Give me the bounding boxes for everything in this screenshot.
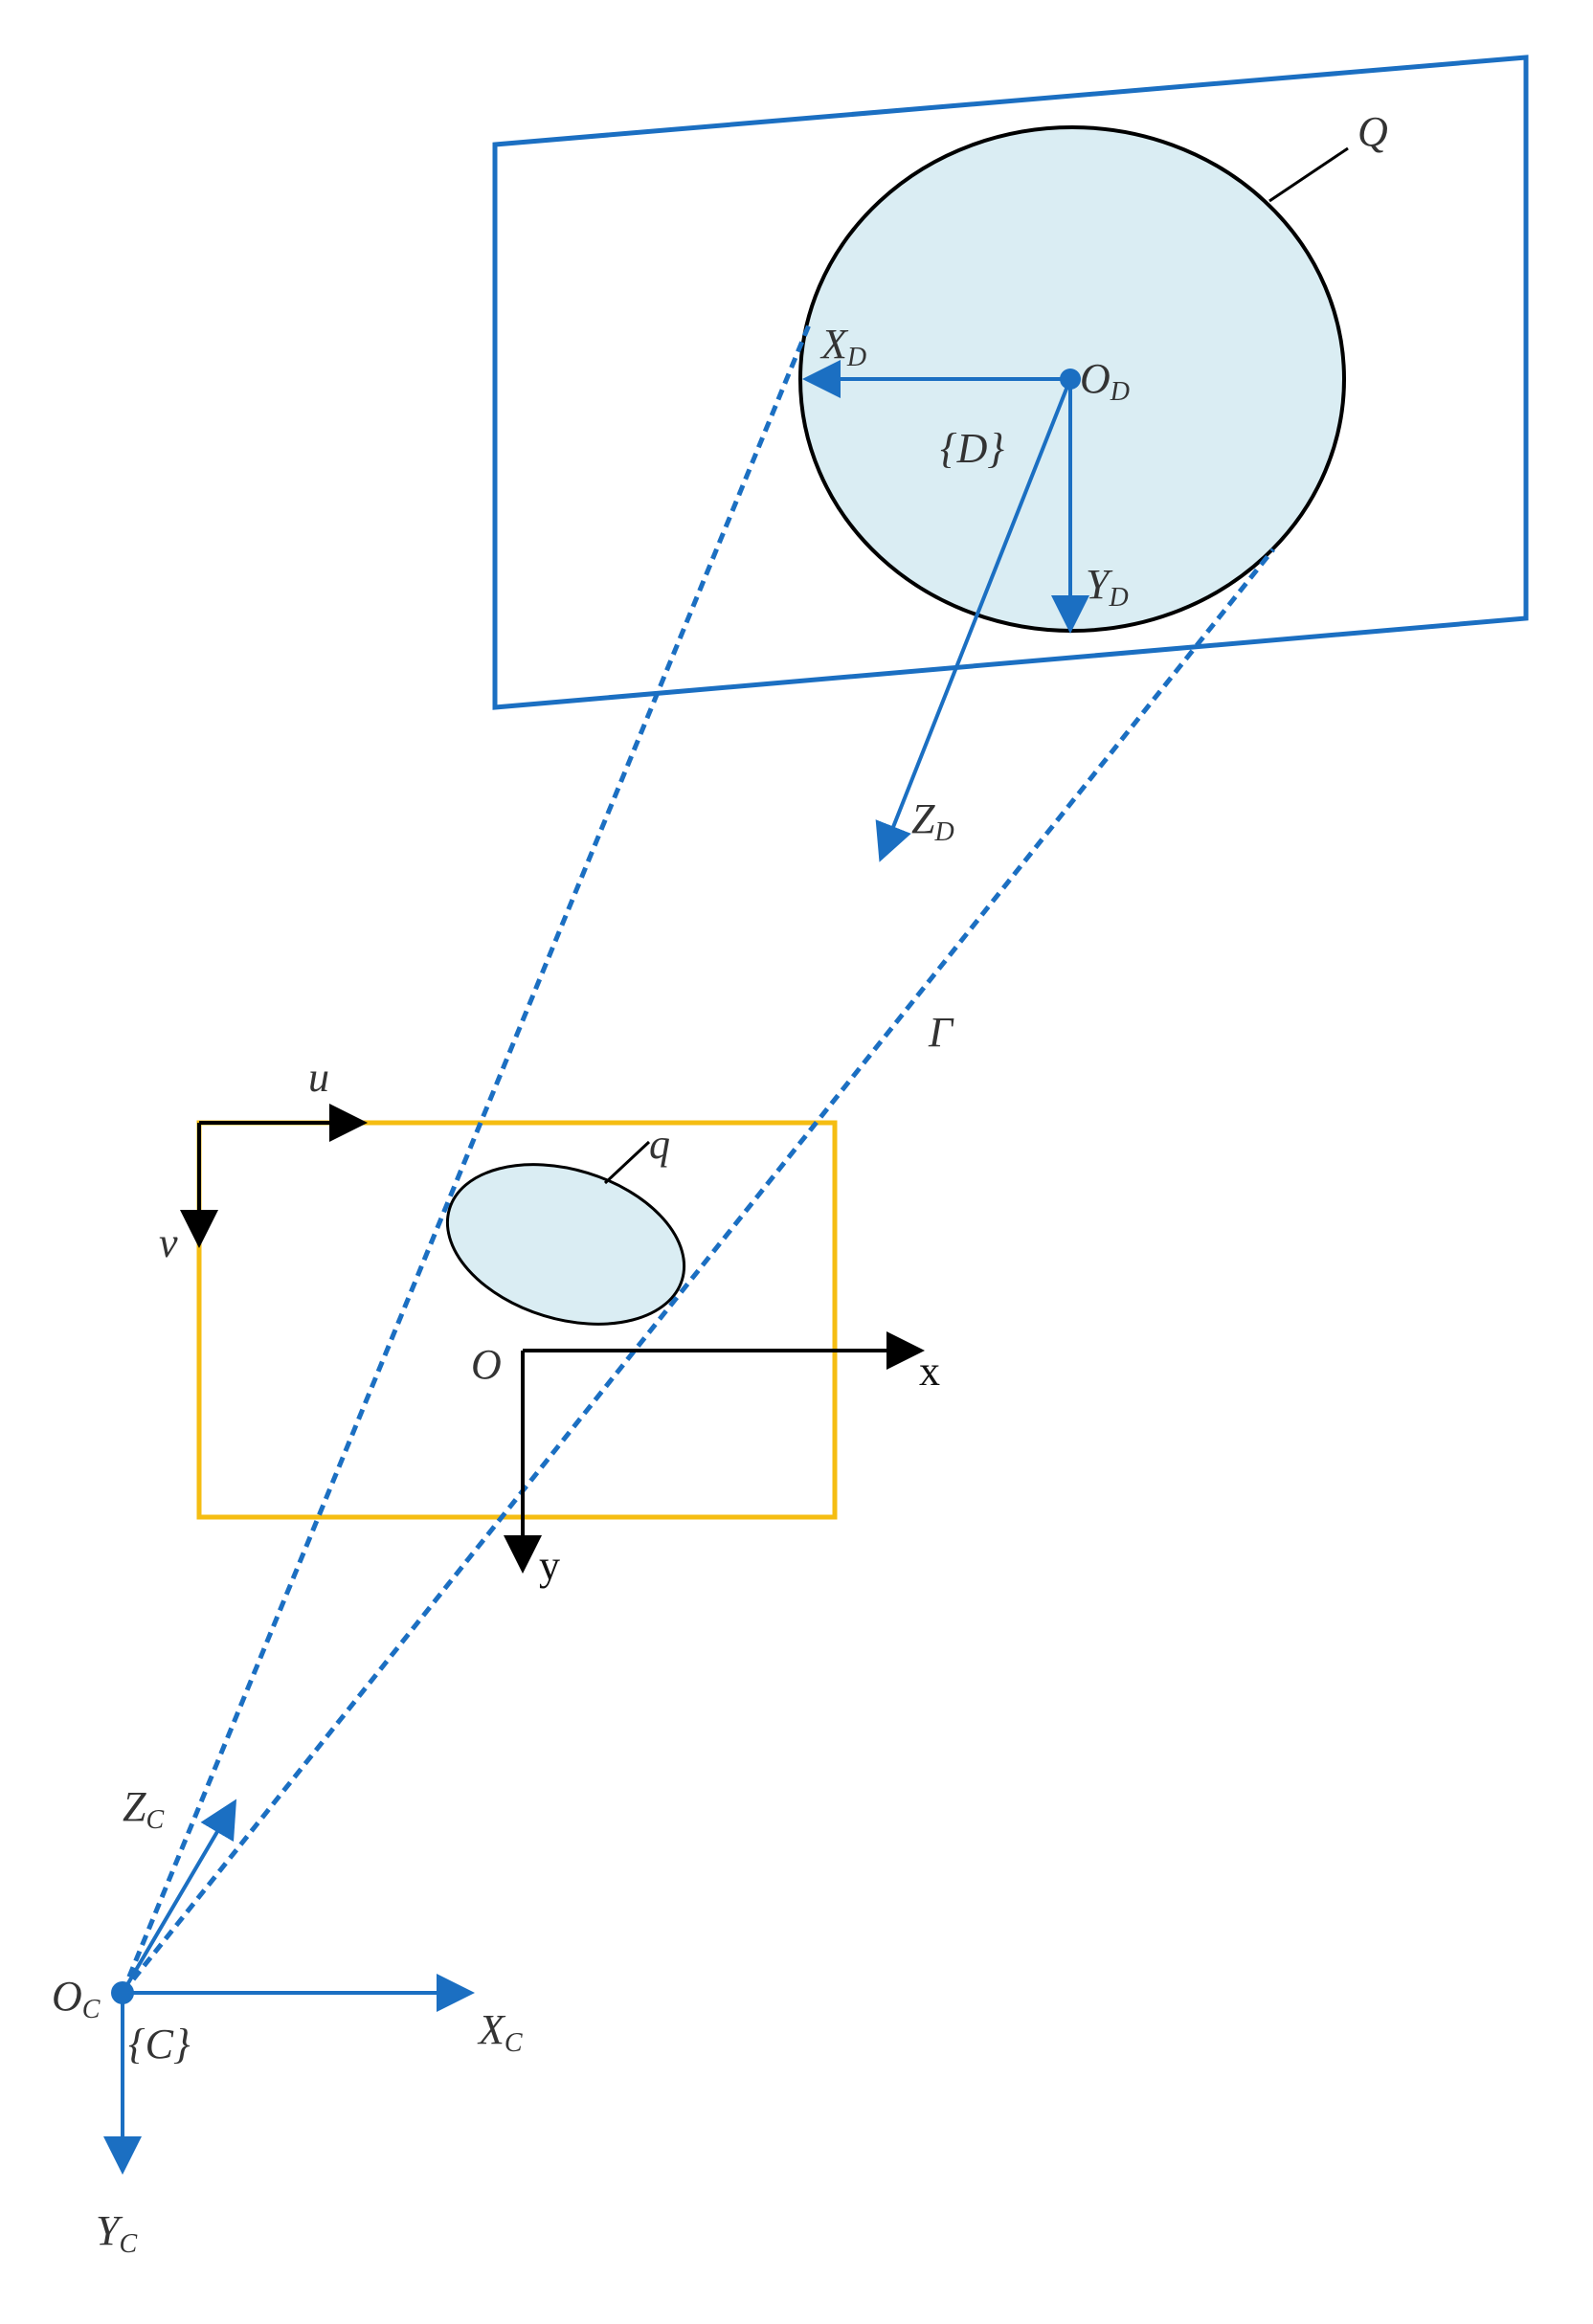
Z_C-axis: [121, 1799, 237, 1995]
Q-leader-line: [1268, 146, 1349, 203]
label-O_C-main: O: [52, 1973, 82, 2020]
label-X_C-main: X: [477, 2006, 506, 2053]
label-X_C: XC: [477, 2006, 523, 2058]
label-O_D: OD: [1080, 355, 1130, 407]
label-X_D: XD: [819, 321, 866, 372]
image-plane: [196, 1120, 838, 1520]
label-v: v: [159, 1219, 178, 1266]
label-Z_D-main: Z: [911, 795, 935, 842]
label-y: y: [539, 1542, 560, 1589]
q-leader-line: [603, 1140, 651, 1185]
label-Z_C: ZC: [123, 1783, 164, 1835]
label-O_D-main: O: [1080, 355, 1111, 402]
label-X_C-sub: C: [505, 2028, 523, 2058]
cone-line-left: [120, 322, 813, 1994]
label-u: u: [308, 1054, 329, 1101]
label-O: O: [471, 1341, 502, 1388]
label-C-frame: {C}: [128, 2021, 191, 2067]
label-Z_C-main: Z: [123, 1783, 146, 1830]
label-Z_D-sub: D: [933, 817, 954, 847]
label-Z_D: ZD: [911, 795, 954, 847]
cone-line-right: [121, 547, 1275, 1995]
label-D-frame: {D}: [940, 425, 1004, 472]
label-Y_C-main: Y: [96, 2207, 123, 2254]
label-x: x: [919, 1348, 940, 1395]
label-X_D-sub: D: [846, 343, 866, 372]
label-Z_C-sub: C: [146, 1805, 164, 1835]
label-O_D-sub: D: [1110, 377, 1130, 407]
label-Y_C-sub: C: [119, 2229, 137, 2259]
label-q: q: [649, 1121, 670, 1168]
label-X_D-main: X: [819, 321, 849, 368]
label-Q: Q: [1357, 108, 1388, 155]
label-gamma: Γ: [928, 1009, 954, 1056]
Z_D-axis: [875, 378, 1072, 862]
label-O_C-sub: C: [82, 1995, 101, 2024]
label-Y_C: YC: [96, 2207, 137, 2259]
label-Y_D: YD: [1086, 561, 1129, 613]
target-plane: [492, 55, 1529, 710]
label-Y_D-main: Y: [1086, 561, 1113, 608]
origin-O_D-point: [1060, 369, 1081, 390]
label-O_C: OC: [52, 1973, 101, 2024]
label-Y_D-sub: D: [1108, 583, 1128, 613]
origin-O_C-point: [111, 1981, 134, 2004]
image-ellipse-q: [445, 1163, 686, 1326]
